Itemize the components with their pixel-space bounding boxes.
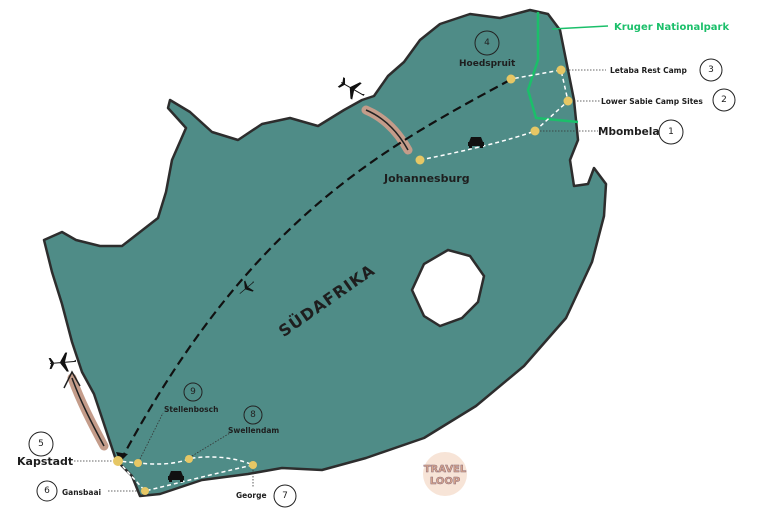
svg-text:4: 4	[484, 38, 490, 48]
svg-text:1: 1	[668, 127, 674, 137]
label-mbombela: Mbombela	[598, 126, 659, 138]
svg-text:6: 6	[44, 486, 50, 496]
stop-number-3: 3	[699, 58, 723, 82]
kruger-leader-line	[551, 25, 609, 30]
stop-number-4: 4	[474, 30, 500, 56]
stop-lower-sabie[interactable]	[563, 96, 573, 106]
label-letaba: Letaba Rest Camp	[610, 66, 687, 75]
lesotho-cutout	[410, 248, 486, 328]
car-icon	[468, 137, 484, 148]
stop-kapstadt[interactable]	[113, 456, 123, 466]
airplane-icon	[48, 352, 77, 372]
svg-text:5: 5	[38, 439, 44, 449]
stop-johannesburg[interactable]	[415, 155, 425, 165]
label-gansbaai: Gansbaai	[62, 488, 101, 497]
label-george: George	[236, 491, 267, 500]
drive-route-kruger	[419, 69, 569, 161]
kruger-park-label: Kruger Nationalpark	[614, 22, 729, 33]
travel-loop-logo: TRAVEL LOOP	[423, 452, 467, 496]
stop-number-6: 6	[36, 480, 58, 502]
svg-text:2: 2	[721, 95, 727, 105]
stop-mbombela[interactable]	[530, 126, 540, 136]
car-icon	[168, 471, 184, 482]
stop-number-5: 5	[28, 431, 54, 457]
label-hoedspruit: Hoedspruit	[459, 59, 516, 69]
stop-number-8: 8	[243, 405, 263, 425]
label-swellendam: Swellendam	[228, 426, 279, 435]
drive-route-garden	[117, 456, 256, 492]
svg-text:7: 7	[282, 491, 288, 501]
svg-text:3: 3	[708, 65, 714, 75]
domestic-flight-route	[121, 79, 511, 459]
label-kapstadt: Kapstadt	[17, 455, 73, 468]
stop-hoedspruit[interactable]	[506, 74, 516, 84]
kruger-park-boundary	[526, 12, 579, 124]
svg-text:9: 9	[190, 387, 196, 397]
stop-george[interactable]	[249, 461, 257, 469]
stop-swellendam[interactable]	[185, 455, 193, 463]
label-stellenbosch: Stellenbosch	[164, 405, 218, 414]
stop-number-1: 1	[658, 119, 684, 145]
stop-gansbaai[interactable]	[141, 487, 149, 495]
label-lower-sabie: Lower Sabie Camp Sites	[601, 97, 703, 106]
airplane-icon	[337, 77, 365, 100]
stop-number-9: 9	[183, 382, 203, 402]
svg-text:LOOP: LOOP	[430, 476, 460, 487]
svg-text:8: 8	[250, 410, 256, 420]
stop-number-7: 7	[273, 484, 297, 508]
south-africa-landmass	[42, 8, 608, 498]
stop-letaba[interactable]	[556, 65, 566, 75]
label-johannesburg: Johannesburg	[383, 172, 470, 185]
stop-number-2: 2	[712, 88, 736, 112]
stop-stellenbosch[interactable]	[134, 459, 142, 467]
svg-text:TRAVEL: TRAVEL	[424, 464, 467, 475]
airplane-icon	[239, 280, 254, 294]
